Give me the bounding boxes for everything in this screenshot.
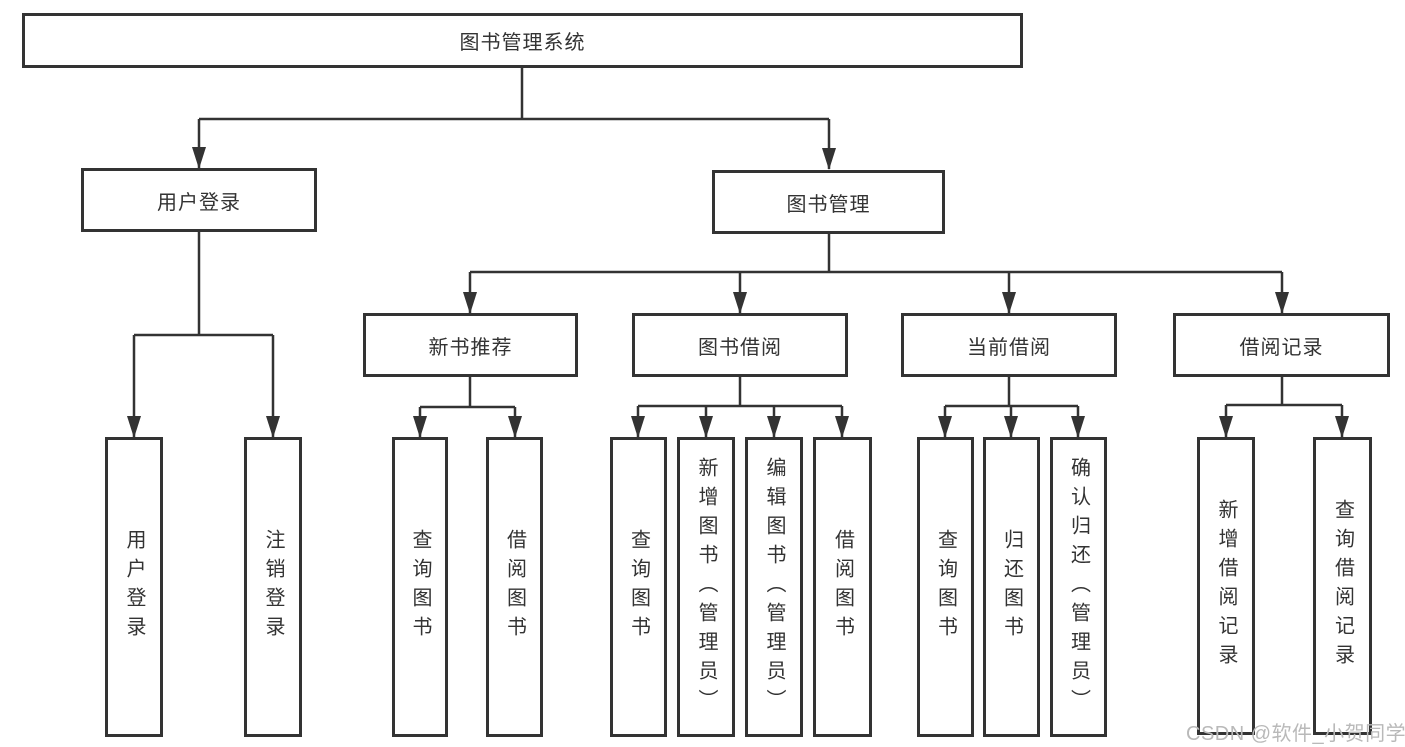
leaf-records-add-record: 新增借阅记录 [1197, 437, 1255, 735]
leaf-logout: 注销登录 [244, 437, 302, 737]
leaf-user-login: 用户登录 [105, 437, 163, 737]
node-user-login: 用户登录 [81, 168, 317, 232]
leaf-borrow-borrow-books: 借阅图书 [813, 437, 872, 737]
leaf-borrow-edit-books-admin: 编辑图书（管理员） [745, 437, 803, 737]
node-borrow-records: 借阅记录 [1173, 313, 1390, 377]
leaf-current-return-books: 归还图书 [983, 437, 1040, 737]
node-book-management: 图书管理 [712, 170, 945, 234]
leaf-current-confirm-return-admin: 确认归还（管理员） [1050, 437, 1107, 737]
node-new-book-recommend: 新书推荐 [363, 313, 578, 377]
csdn-watermark: CSDN @软件_小贺同学 [1186, 723, 1405, 745]
node-current-borrow: 当前借阅 [901, 313, 1117, 377]
leaf-newbook-query-books: 查询图书 [392, 437, 448, 737]
node-root-library-system: 图书管理系统 [22, 13, 1023, 68]
node-book-borrow: 图书借阅 [632, 313, 848, 377]
leaf-borrow-add-books-admin: 新增图书（管理员） [677, 437, 735, 737]
leaf-newbook-borrow-books: 借阅图书 [486, 437, 543, 737]
leaf-current-query-books: 查询图书 [917, 437, 974, 737]
leaf-records-query-record: 查询借阅记录 [1313, 437, 1372, 735]
leaf-borrow-query-books: 查询图书 [610, 437, 667, 737]
